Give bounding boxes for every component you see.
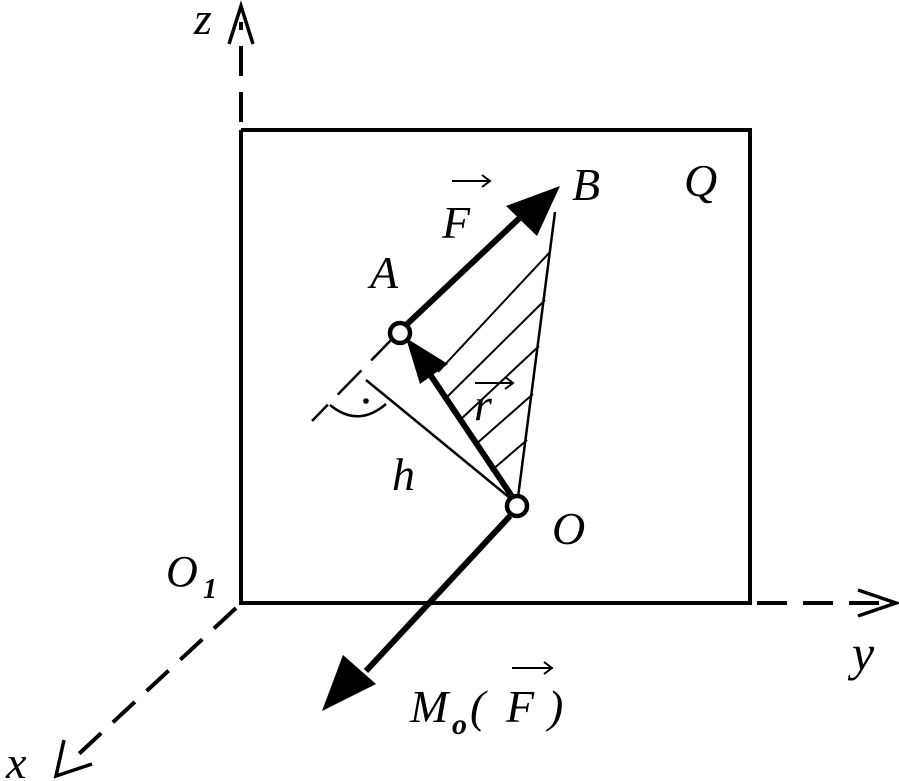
x-axis-line	[66, 606, 238, 766]
lever-arm-h	[365, 379, 517, 504]
vector-f-arrowhead	[506, 186, 560, 236]
moment-m-label: M	[409, 681, 451, 732]
plane-q-label: Q	[684, 155, 717, 206]
x-axis-arrowhead	[53, 739, 93, 779]
point-o-label: O	[552, 503, 585, 554]
point-o1-subscript: 1	[203, 574, 217, 605]
arm-h-label: h	[392, 449, 415, 500]
moment-o-subscript: o	[452, 708, 467, 741]
plane-q-outline	[239, 128, 752, 605]
right-angle-dot	[363, 398, 369, 404]
vector-r-arrowhead	[406, 338, 448, 384]
right-angle-arc	[329, 403, 387, 418]
moment-open-paren: (	[470, 681, 488, 732]
vector-moment-arrowhead	[322, 655, 376, 711]
point-a-label: A	[367, 247, 399, 298]
vector-r-shaft	[424, 368, 516, 500]
y-axis-arrowhead	[857, 588, 899, 618]
vector-moment-shaft	[363, 513, 513, 674]
moment-f-arrow-mark	[512, 661, 554, 675]
point-o-marker	[504, 493, 530, 519]
f-vector-arrow-mark	[452, 174, 492, 188]
point-a-marker	[387, 320, 413, 346]
force-line-of-action	[311, 335, 396, 422]
vector-f-shaft	[401, 208, 530, 330]
point-b-label: B	[572, 159, 600, 210]
z-axis-label: z	[193, 0, 212, 44]
radius-r-label: r	[474, 379, 493, 430]
x-axis-label: x	[5, 737, 27, 781]
line-ob	[515, 211, 557, 506]
force-f-label: F	[441, 197, 471, 248]
z-axis-arrowhead	[227, 0, 255, 45]
r-vector-arrow-mark	[475, 376, 515, 390]
point-o1-label: O	[166, 547, 198, 596]
triangle-hatching	[437, 251, 551, 472]
moment-f-label: F	[505, 681, 535, 732]
y-axis-label: y	[847, 625, 875, 681]
moment-close-paren: )	[545, 681, 563, 732]
